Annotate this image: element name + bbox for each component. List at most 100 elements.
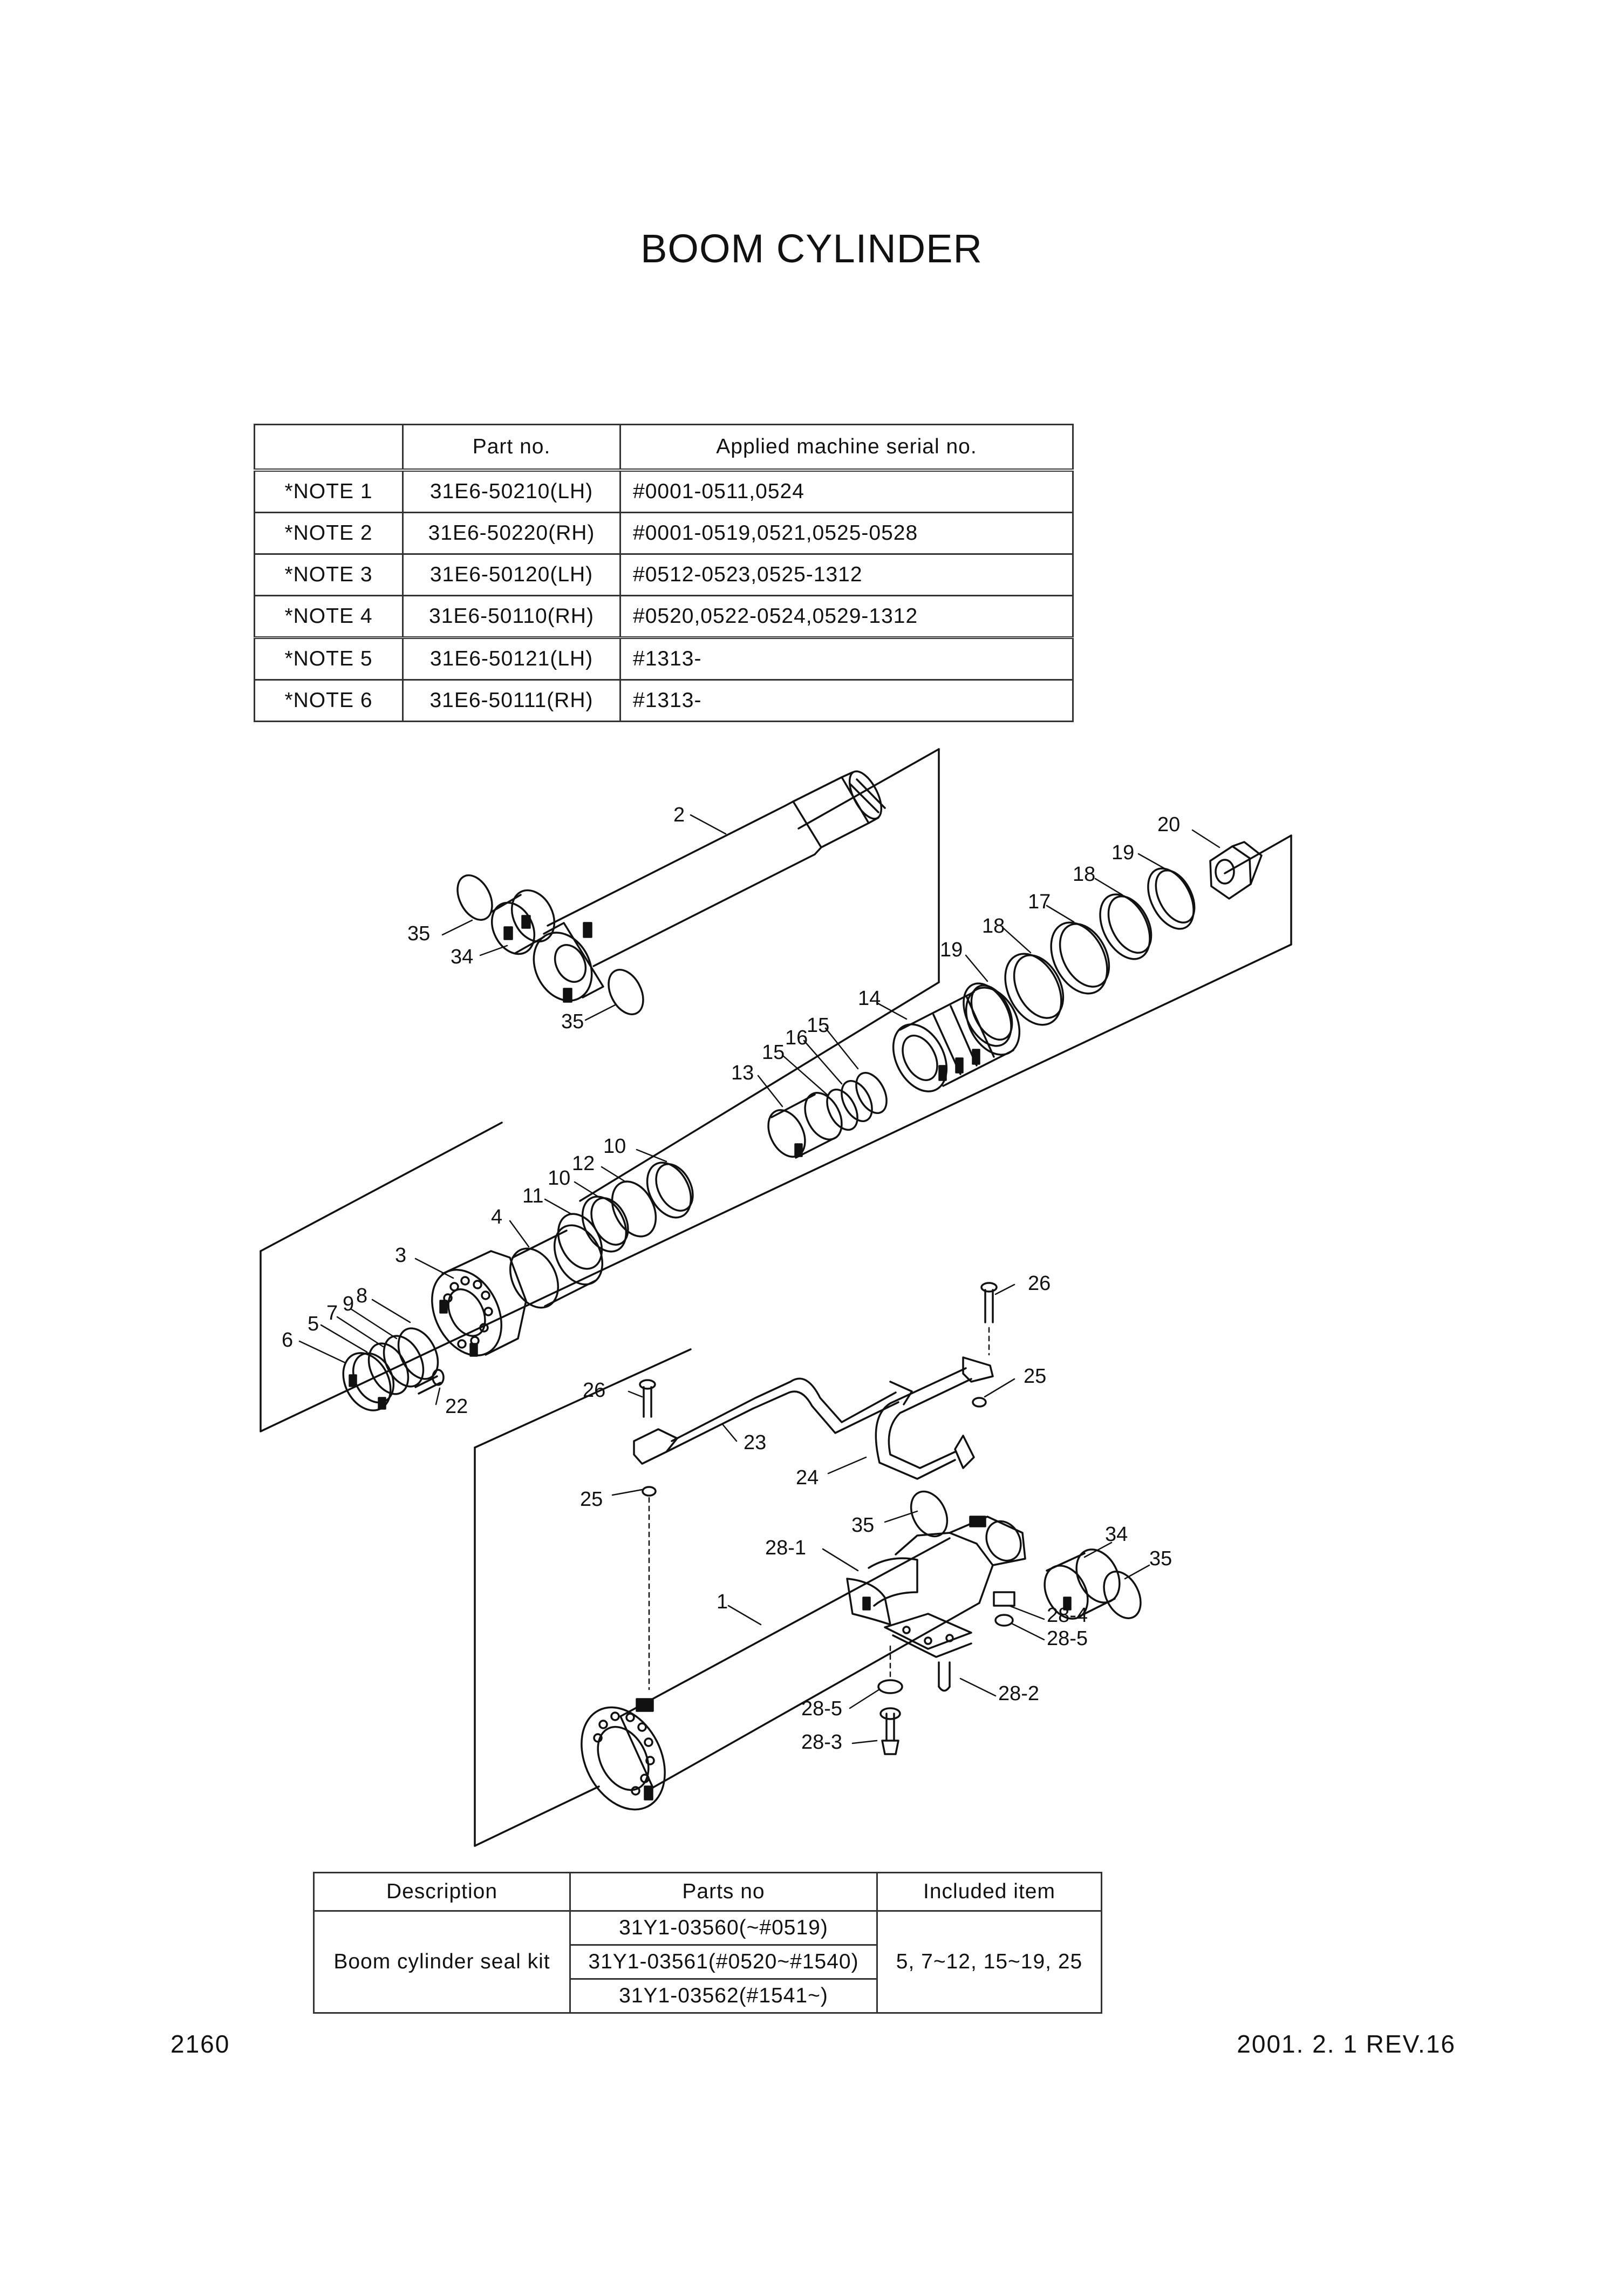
callout-label: 9 [343,1293,354,1315]
callout-label: 34 [451,946,473,968]
kit-included-cell: 5, 7~12, 15~19, 25 [876,1910,1102,2014]
piston-14 [892,987,1021,1092]
callout-label: 15 [762,1041,785,1064]
callout-label: 26 [583,1379,605,1402]
callout-label: 12 [572,1152,595,1175]
note-cell: *NOTE 5 [254,637,404,681]
revision-date: 2001. 2. 1 REV.16 [1237,2030,1456,2058]
callout-label: 13 [731,1062,754,1084]
serial-cell: #0001-0519,0521,0525-0528 [619,512,1074,555]
note-cell: *NOTE 3 [254,553,404,596]
callout-label: 17 [1028,891,1051,913]
table-row: 31Y1-03562(#1541~) [314,1978,1102,2014]
tube-group-frame [474,1348,692,1847]
seal-rings-15-16 [826,1071,888,1131]
cushion-ring-13 [767,1092,843,1159]
callout-label: 25 [1024,1365,1046,1388]
piston-rod [533,770,886,1003]
piston-group-frame [260,834,1292,1432]
pipe-clamp-28 [877,1591,1015,1755]
callout-label: 5 [308,1313,319,1335]
note-cell: *NOTE 2 [254,512,404,555]
callout-label: 7 [326,1302,338,1324]
table-header-row: Part no. Applied machine serial no. [254,424,1074,472]
rod-cover-3 [431,1250,527,1357]
callout-label: 14 [858,987,881,1010]
callout-label: 34 [1105,1523,1128,1546]
o-ring-25 [642,1486,657,1497]
hydraulic-pipe-24 [875,1356,994,1480]
callout-label: 10 [548,1167,570,1190]
bushing-34 [490,889,556,955]
part-no-cell: 31E6-50121(LH) [402,637,621,681]
seal-kit-table: Description Parts no Included item Boom … [313,1872,1102,2014]
callout-label: 28-4 [1047,1604,1088,1627]
o-ring-35c [910,1490,949,1538]
table-header-cell: Parts no [569,1872,878,1912]
callout-label: 35 [1149,1547,1172,1570]
callout-label: 15 [807,1014,829,1037]
page-number: 2160 [171,2030,230,2058]
callout-label: 19 [940,939,963,961]
serial-cell: #0001-0511,0524 [619,469,1074,513]
table-header-row: Description Parts no Included item [313,1872,1102,1912]
callout-label: 18 [1073,863,1095,886]
table-row: *NOTE 3 31E6-50120(LH) #0512-0523,0525-1… [254,553,1074,596]
banjo-bolt-26b [980,1282,998,1323]
note-cell: *NOTE 4 [254,595,404,639]
bushing-4 [509,1224,604,1309]
table-row: *NOTE 1 31E6-50210(LH) #0001-0511,0524 [254,469,1074,513]
rod-nut-20 [1209,841,1263,900]
part-no-cell: 31E6-50111(RH) [402,679,621,722]
callout-label: 19 [1111,841,1134,864]
table-row: Boom cylinder seal kit 31Y1-03560(~#0519… [313,1910,1102,2014]
callout-label: 22 [445,1395,468,1418]
callout-label: 23 [744,1431,766,1454]
callout-label: 6 [282,1329,293,1351]
callout-label: 20 [1157,813,1180,836]
o-ring-35b [608,969,644,1015]
bushing-34b [1044,1548,1121,1620]
callout-label: 28-1 [765,1537,806,1559]
o-ring-35d [1103,1571,1142,1619]
callout-label: 25 [580,1488,603,1511]
page-title: BOOM CYLINDER [640,226,983,271]
table-header-cell: Applied machine serial no. [619,424,1074,472]
note-cell: *NOTE 1 [254,469,404,513]
part-no-cell: 31E6-50120(LH) [402,553,621,596]
callout-label: 26 [1028,1272,1051,1295]
piston-seals-right [963,867,1196,1047]
callout-label: 35 [561,1010,584,1033]
socket-bolt-22 [414,1369,445,1395]
rod-group-frame [579,748,940,1202]
table-row: *NOTE 6 31E6-50111(RH) #1313- [254,679,1074,722]
callout-label: 1 [717,1591,728,1613]
table-row: *NOTE 2 31E6-50220(RH) #0001-0519,0521,0… [254,512,1074,555]
banjo-bolt-26 [639,1379,656,1418]
callout-label: 2 [673,804,685,826]
callout-label: 35 [407,922,430,945]
part-no-cell: 31E6-50210(LH) [402,469,621,513]
callout-label: 24 [796,1466,819,1489]
serial-cell: #0512-0523,0525-1312 [619,553,1074,596]
part-no-cell: 31E6-50110(RH) [402,595,621,639]
serial-cell: #0520,0522-0524,0529-1312 [619,595,1074,639]
callout-label: 8 [356,1285,367,1307]
kit-description-cell: Boom cylinder seal kit [313,1910,571,2014]
callout-label: 16 [785,1027,808,1049]
o-ring-25b [972,1397,987,1408]
serial-number-table: Part no. Applied machine serial no. *NOT… [254,424,1074,722]
callout-label: 28-3 [801,1731,842,1754]
table-row: *NOTE 5 31E6-50121(LH) #1313- [254,637,1074,681]
serial-cell: #1313- [619,679,1074,722]
hydraulic-pipe-23 [633,1377,913,1465]
o-ring-35 [456,874,493,921]
callout-label: 11 [522,1185,543,1207]
serial-cell: #1313- [619,637,1074,681]
callout-label: 28-5 [1047,1627,1088,1650]
callout-labels: 2 35 34 35 20 19 18 17 18 19 14 15 16 15… [282,804,1180,1754]
callout-label: 35 [851,1514,874,1537]
table-header-cell [254,424,404,472]
kit-part-cell: 31Y1-03562(#1541~) [569,1978,878,2014]
